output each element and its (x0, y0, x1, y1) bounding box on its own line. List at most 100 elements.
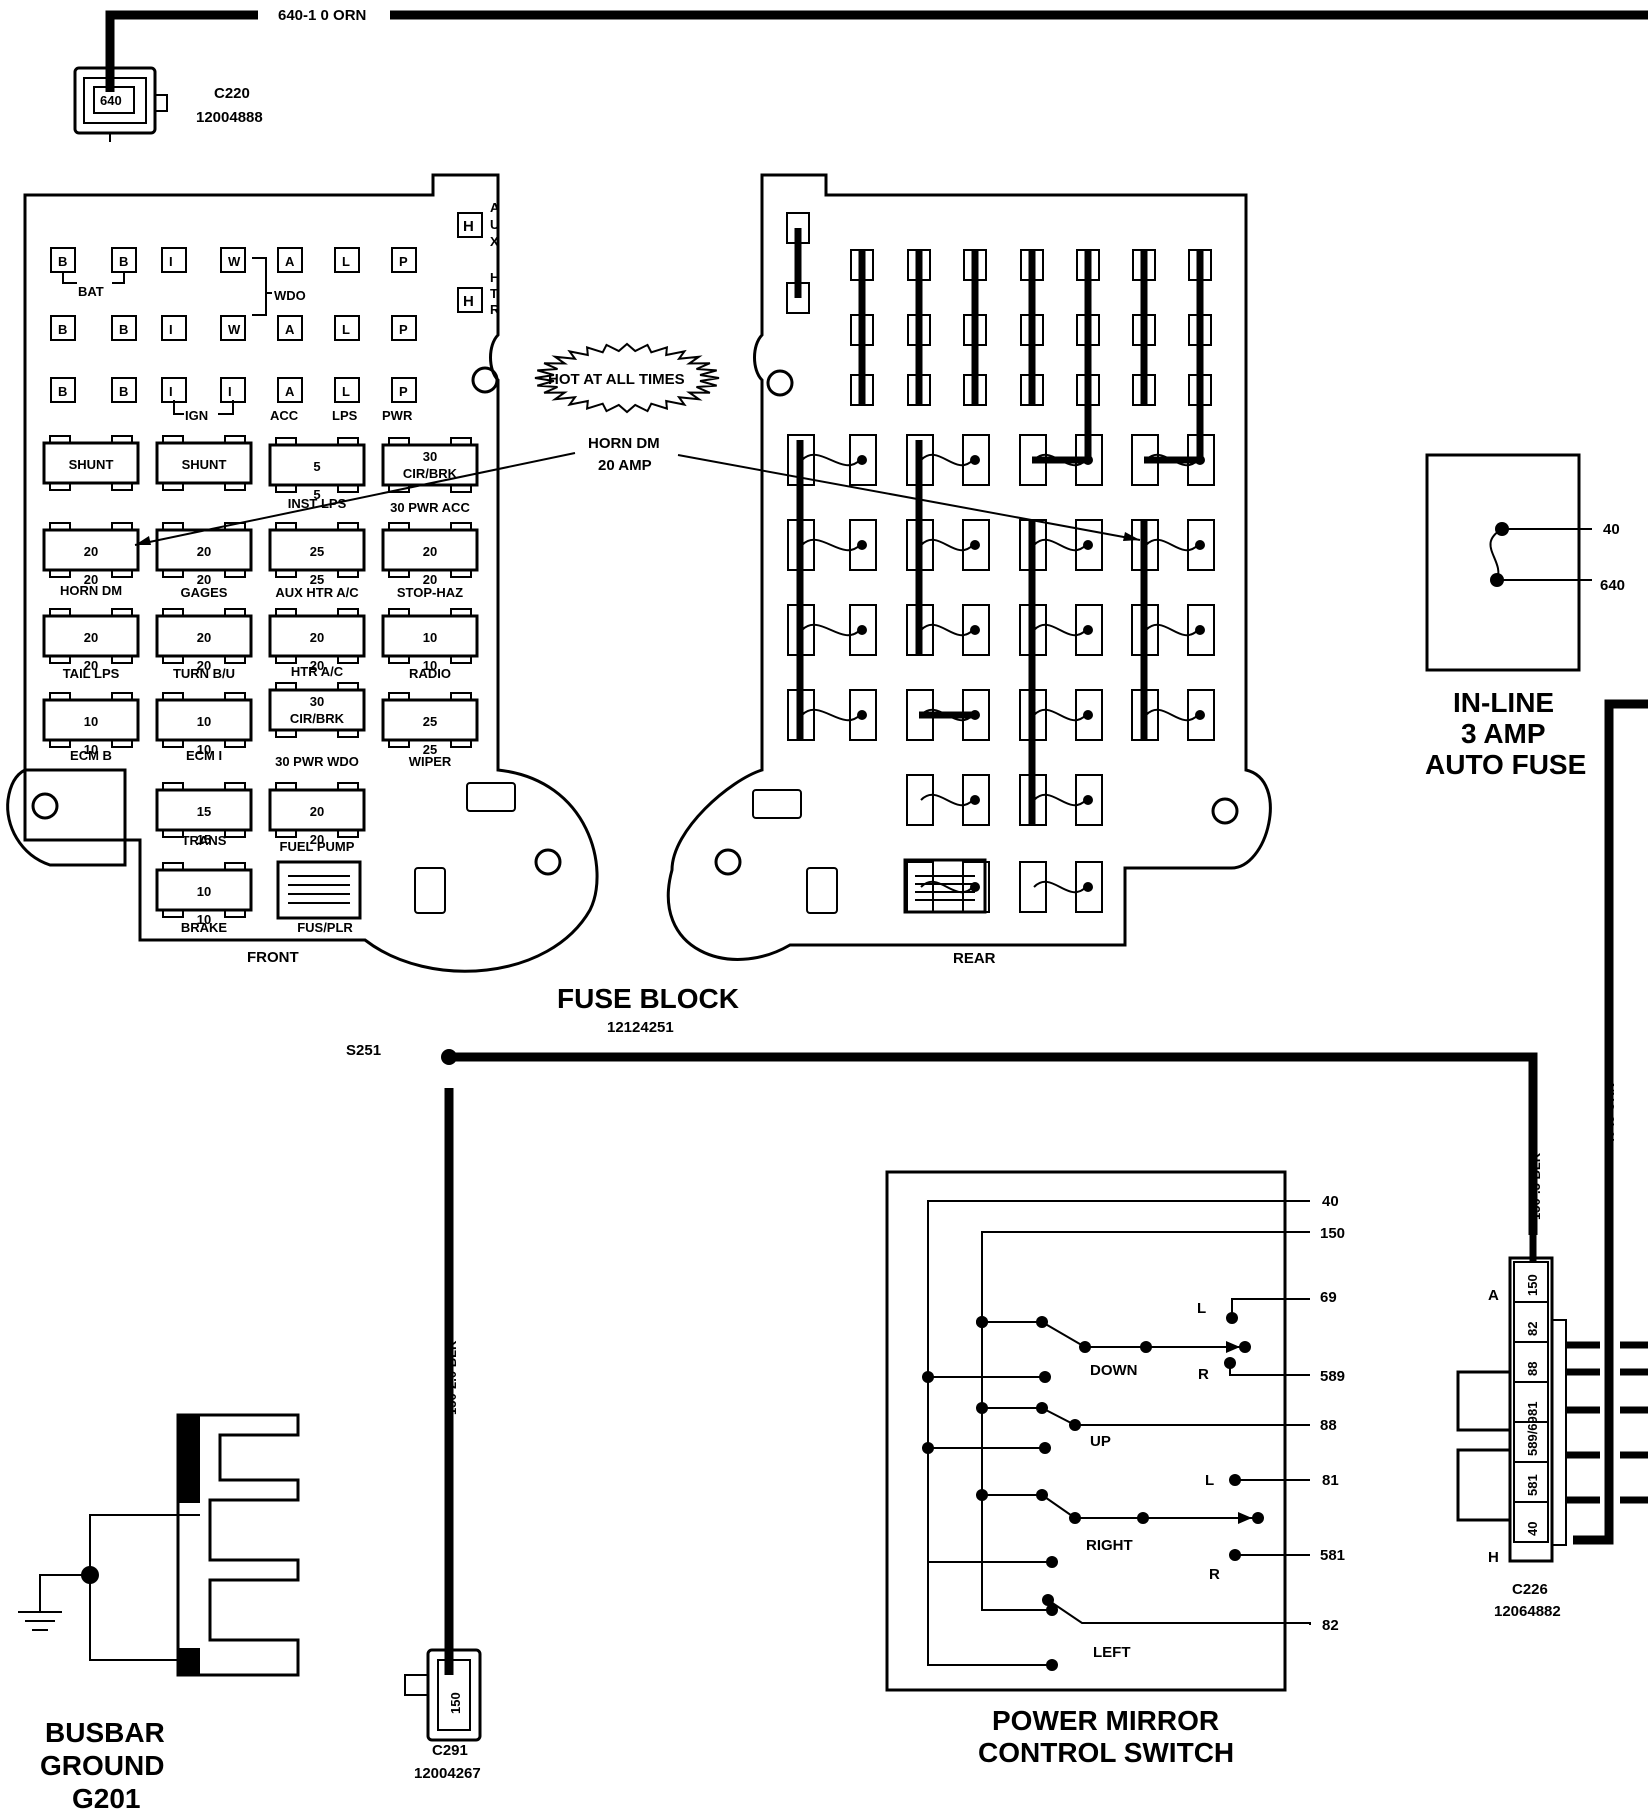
fuse-sub: 10 (423, 658, 437, 673)
wdo-label: WDO (274, 288, 306, 303)
rear-dot (857, 710, 867, 720)
hot-label: HOT AT ALL TIMES (548, 371, 685, 388)
fuse-label: AUX HTR A/C (275, 585, 359, 600)
c226-cell (1513, 1501, 1549, 1543)
rear-slot (906, 774, 934, 826)
terminal (50, 377, 76, 403)
fuse (42, 614, 140, 658)
pos-down: DOWN (1090, 1362, 1138, 1379)
htr-h: H (463, 293, 474, 310)
mirror-pin-589: 589 (1320, 1368, 1345, 1385)
inline-pin-bottom: 640 (1600, 577, 1625, 594)
mirror-pin-81: 81 (1322, 1472, 1339, 1489)
rear-terminals (786, 212, 1215, 913)
terminal-letter: L (342, 322, 350, 337)
terminal (277, 315, 303, 341)
mirror-pin-581: 581 (1320, 1547, 1345, 1564)
fuse-value: 25 (310, 544, 324, 559)
rear-slot (1075, 774, 1103, 826)
terminal-letter: L (342, 384, 350, 399)
aux-a: A (490, 200, 500, 215)
fuse-tab (388, 437, 410, 446)
callout-line1: HORN DM (588, 435, 660, 452)
inline-label-2: 3 AMP (1461, 718, 1546, 749)
c226-pin-label: 40 (1525, 1522, 1540, 1536)
rear-slot (1075, 519, 1103, 571)
fuse-sub: 20 (84, 658, 98, 673)
terminal (220, 247, 246, 273)
rear-fuse-link (1033, 708, 1087, 722)
fuse-label: ECM B (70, 748, 112, 763)
rear-slot (1075, 604, 1103, 656)
mirror-pin-69: 69 (1320, 1289, 1337, 1306)
aux-terminal (457, 212, 483, 238)
fuse-value: 30 (423, 449, 437, 464)
fuse-tab (49, 655, 71, 664)
rear-dot (970, 540, 980, 550)
terminal-letter: B (58, 384, 67, 399)
mirror-title-1: POWER MIRROR (992, 1705, 1219, 1736)
splice-label: S251 (346, 1042, 381, 1059)
fuse-tab (388, 522, 410, 531)
rear-dot (970, 882, 980, 892)
rear-dot (1195, 625, 1205, 635)
rear-fuse-link (1033, 623, 1087, 637)
rear-dot (970, 625, 980, 635)
fuse-tab (275, 437, 297, 446)
hot-at-all-times-callout: HOT AT ALL TIMES (534, 342, 720, 414)
fuse-tab (111, 692, 133, 701)
terminal (277, 247, 303, 273)
fuse-tab (224, 482, 246, 491)
c220-part: 12004888 (196, 109, 263, 126)
fuse-tab (337, 608, 359, 617)
fuse-tab (275, 782, 297, 791)
terminal-letter: B (119, 254, 128, 269)
rear-fuse-link (1145, 708, 1199, 722)
rear-fuse-link (1145, 538, 1199, 552)
fuse-tab (450, 437, 472, 446)
rear-fuse-link (920, 793, 974, 807)
fuse-tab (162, 482, 184, 491)
fuse-label: WIPER (409, 754, 452, 769)
fuse-tab (388, 692, 410, 701)
fuse-tab (450, 522, 472, 531)
fuse-sub: 20 (310, 658, 324, 673)
fuse-label: RADIO (409, 666, 451, 681)
c226-pin-label: 81 (1525, 1402, 1540, 1416)
c226-pin-label: 82 (1525, 1322, 1540, 1336)
fuse-sub: 20 (197, 658, 211, 673)
c226-pin-a: A (1488, 1287, 1499, 1304)
fuse-label: TRANS (182, 833, 227, 848)
fuse-tab (49, 435, 71, 444)
fuse-tab (162, 435, 184, 444)
fuse-tab (162, 782, 184, 791)
rear-dot (970, 455, 980, 465)
fuse-tab (275, 682, 297, 691)
terminal-letter: I (169, 322, 173, 337)
fuse-puller (276, 860, 362, 920)
fuse-label: ECM I (186, 748, 222, 763)
c226-pin-label: 150 (1525, 1274, 1540, 1296)
c226-pin-h: H (1488, 1549, 1499, 1566)
fuse-block-rear: REAR (666, 173, 1272, 967)
fuse-tab (275, 569, 297, 578)
fuse-value: 10 (197, 714, 211, 729)
ground-wire-label: 150-2.0 BLK (444, 1340, 459, 1415)
fuse (155, 441, 253, 485)
fuse-sub: 25 (310, 572, 324, 587)
rear-slot (962, 434, 990, 486)
label-r1: R (1198, 1366, 1209, 1383)
fuse-tab (162, 569, 184, 578)
label-l2: L (1205, 1472, 1214, 1489)
terminal (391, 377, 417, 403)
terminal (50, 315, 76, 341)
fuse-value: 20 (197, 544, 211, 559)
fuse-block-title: FUSE BLOCK (557, 983, 739, 1014)
terminal-letter: W (228, 322, 241, 337)
fuse-tab (337, 829, 359, 838)
inline-fuse: 40 640 IN-LINE 3 AMP AUTO FUSE (1425, 453, 1625, 780)
fuse-value: 20 (310, 630, 324, 645)
fuse-tab (49, 569, 71, 578)
fuse-label: FUS/PLR (297, 920, 353, 935)
